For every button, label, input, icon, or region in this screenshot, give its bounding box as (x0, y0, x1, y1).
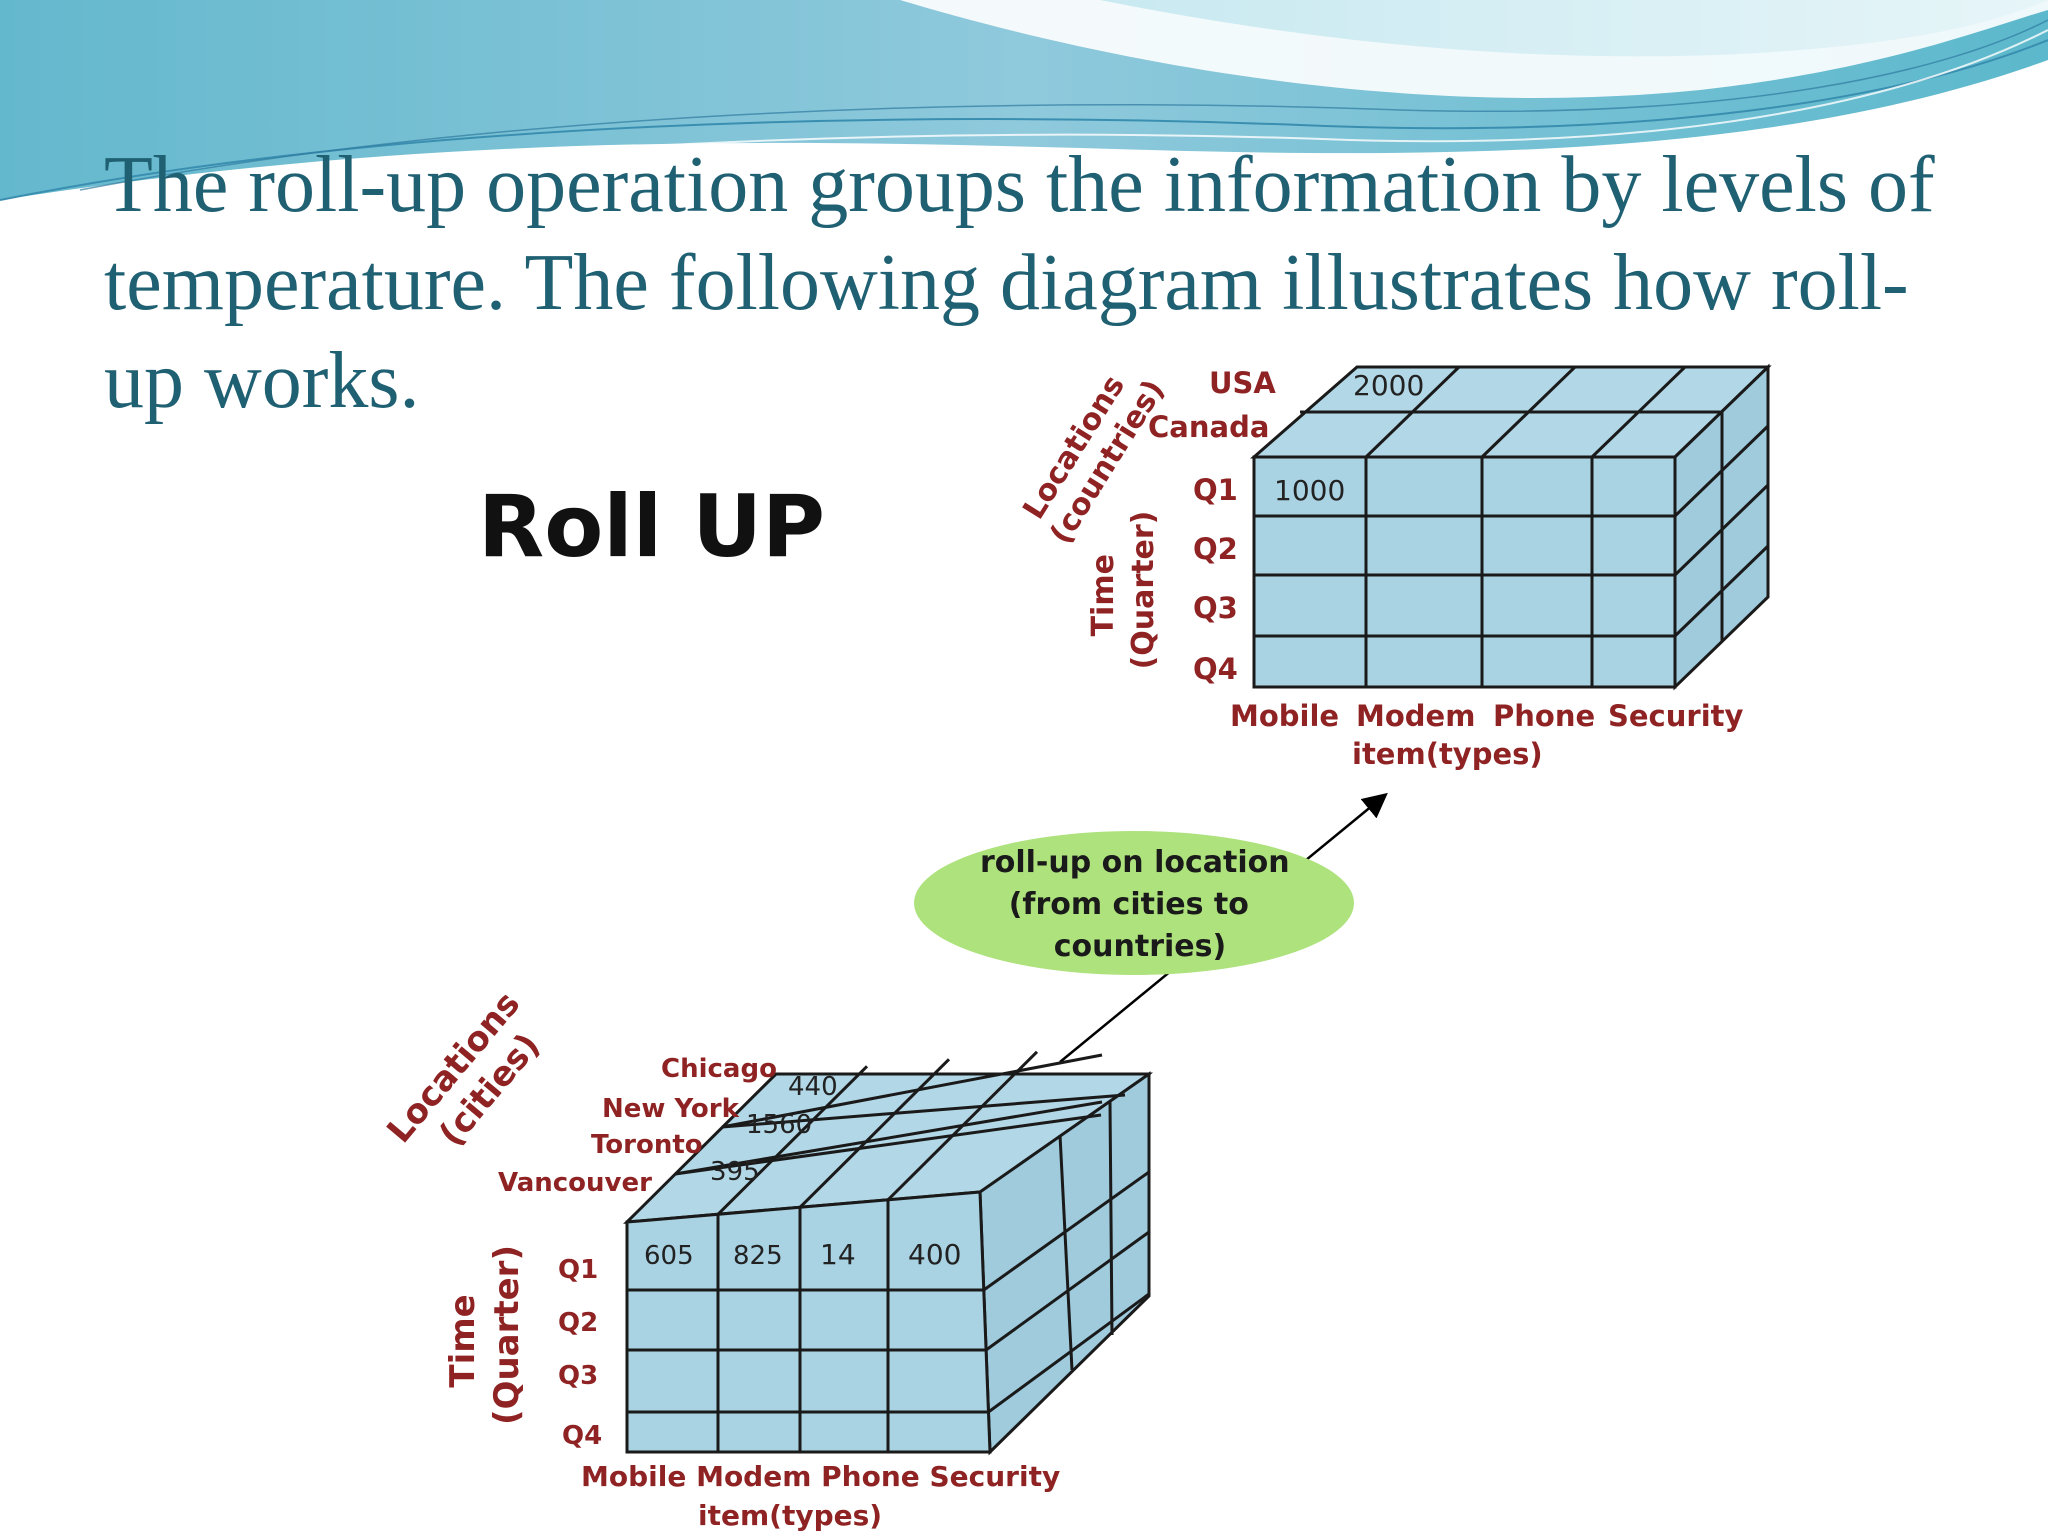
bottom-time-axis-label: Time (Quarter) (443, 1245, 527, 1425)
bottom-top-value-newyork: 1560 (746, 1110, 812, 1140)
top-quarter-q3: Q3 (1193, 591, 1238, 625)
bottom-front-value-phone: 14 (820, 1238, 856, 1271)
bottom-quarter-q3: Q3 (558, 1361, 598, 1391)
bottom-location-axis-label: Locations (cities) (379, 975, 568, 1178)
top-item-security: Security (1608, 699, 1743, 733)
bottom-front-value-security: 400 (908, 1238, 961, 1271)
top-cube (1254, 367, 1768, 687)
top-time-axis-label: Time (Quarter) (1086, 511, 1161, 670)
bottom-front-value-modem: 825 (733, 1241, 783, 1271)
bottom-front-value-mobile: 605 (644, 1241, 694, 1271)
top-value-q1-mobile: 1000 (1274, 474, 1345, 507)
top-item-axis-label: item(types) (1352, 737, 1543, 771)
bottom-quarter-q4: Q4 (562, 1421, 602, 1451)
top-quarter-q1: Q1 (1193, 473, 1238, 507)
bottom-top-value-toronto: 395 (710, 1157, 760, 1187)
bottom-quarter-q2: Q2 (558, 1308, 598, 1338)
bottom-top-value-chicago: 440 (788, 1072, 838, 1102)
bottom-items-label: Mobile Modem Phone Security (581, 1460, 1060, 1493)
bottom-location-toronto: Toronto (591, 1130, 703, 1160)
top-quarter-q4: Q4 (1193, 652, 1238, 686)
top-location-canada: Canada (1148, 410, 1269, 444)
top-quarter-q2: Q2 (1193, 532, 1238, 566)
top-value-usa-mobile: 2000 (1353, 369, 1424, 402)
bottom-location-chicago: Chicago (661, 1054, 777, 1084)
top-item-phone: Phone (1493, 699, 1595, 733)
diagram-title: Roll UP (478, 477, 825, 577)
bottom-side-col-line (1110, 1102, 1112, 1335)
bottom-location-vancouver: Vancouver (498, 1168, 652, 1198)
bottom-item-axis-label: item(types) (698, 1499, 882, 1532)
bottom-quarter-q1: Q1 (558, 1255, 598, 1285)
top-item-modem: Modem (1356, 699, 1475, 733)
top-location-usa: USA (1209, 366, 1276, 400)
bottom-location-newyork: New York (602, 1094, 740, 1124)
top-item-mobile: Mobile (1230, 699, 1339, 733)
